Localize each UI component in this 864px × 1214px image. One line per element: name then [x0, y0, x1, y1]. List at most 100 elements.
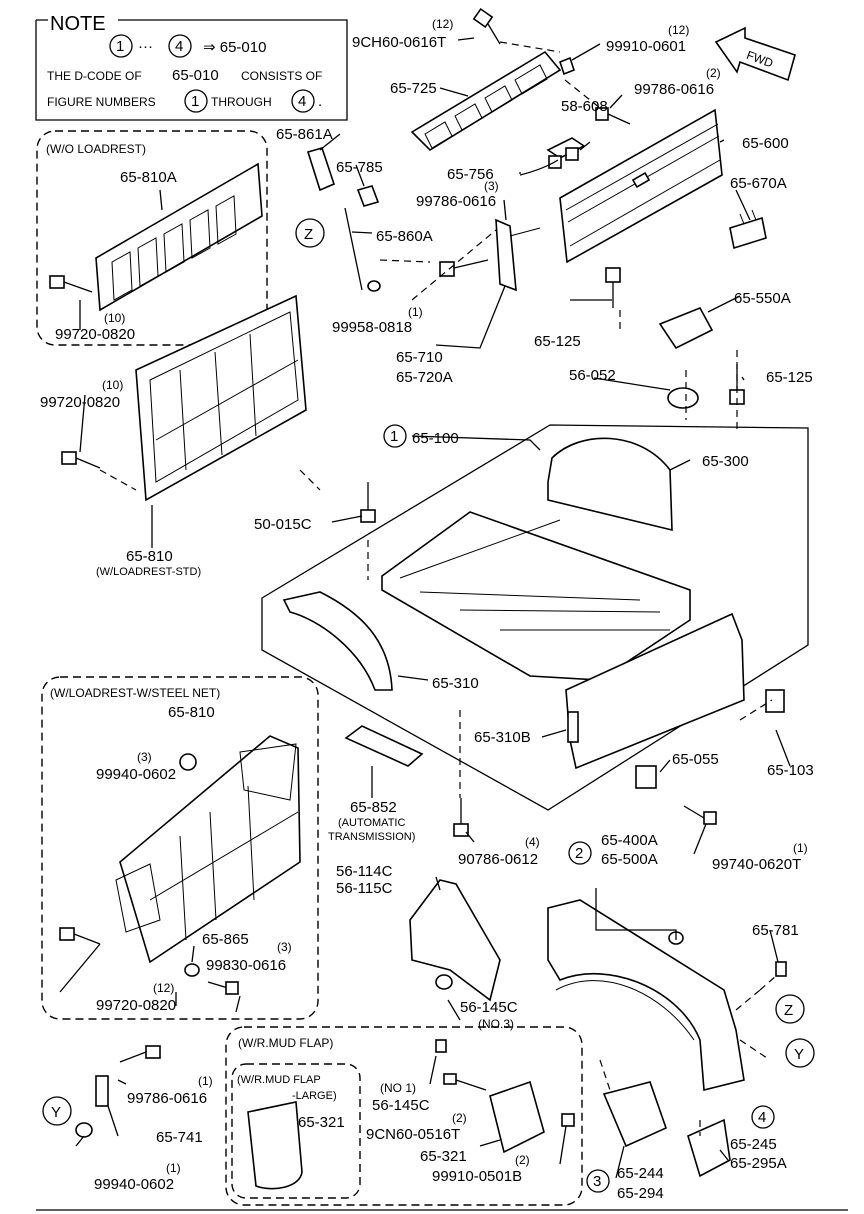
bolt-icon — [605, 267, 621, 308]
part-number: 65-500A — [601, 851, 658, 868]
bolt-icon — [360, 482, 376, 523]
marker-3: 3 — [586, 1169, 610, 1193]
part-number: 65-055 — [672, 751, 719, 768]
bolt-icon — [453, 798, 469, 837]
qty-label: (10) — [104, 311, 125, 325]
qty-label: (3) — [277, 940, 292, 954]
clip-icon — [559, 56, 575, 76]
part-number: 56-145C — [460, 999, 518, 1016]
qty-label: (2) — [706, 66, 721, 80]
group-box-mud-flap — [225, 1026, 583, 1206]
svg-text:Z: Z — [784, 1002, 793, 1019]
part-number: 65-400A — [601, 832, 658, 849]
part-number: 65-810A — [120, 169, 177, 186]
note-circle-4-text: 4 — [175, 38, 183, 55]
bolt-icon — [119, 1045, 161, 1063]
part-number: 65-785 — [336, 159, 383, 176]
tailgate-part — [559, 108, 723, 264]
marker-1: 1 — [383, 424, 407, 448]
part-number: 65-861A — [276, 126, 333, 143]
qty-label: (1) — [166, 1161, 181, 1175]
part-number: 65-781 — [752, 922, 799, 939]
qty-label: (2) — [515, 1153, 530, 1167]
part-number: 99786-0616 — [127, 1090, 207, 1107]
group-label-mud-flap-large-2: -LARGE) — [292, 1090, 337, 1102]
part-number: 99740-0620T — [712, 856, 801, 873]
part-number: 65-310 — [432, 675, 479, 692]
group-label-mud-flap-large-1: (W/R.MUD FLAP — [237, 1074, 321, 1086]
group-box-mud-flap-large — [231, 1063, 361, 1199]
loadrest-frame-part — [135, 294, 307, 502]
part-number: 65-550A — [734, 290, 791, 307]
qty-label: (1) — [408, 305, 423, 319]
group-label-loadrest-net: (W/LOADREST-W/STEEL NET) — [50, 686, 220, 700]
mud-flap-large-part — [247, 1101, 303, 1190]
handle-part — [729, 209, 767, 250]
svg-text:4: 4 — [758, 1109, 766, 1126]
part-number: 65-294 — [617, 1185, 664, 1202]
part-number: 99720-0820 — [55, 326, 135, 343]
bolt-icon — [59, 927, 101, 945]
part-note: (NO.3) — [478, 1017, 514, 1031]
clip-icon — [435, 974, 453, 990]
part-number: 99720-0820 — [96, 997, 176, 1014]
marker-4: 4 — [751, 1105, 775, 1129]
note-line1b: 65-010 — [172, 67, 219, 84]
qty-label: (1) — [793, 841, 808, 855]
part-number: 56-145C — [372, 1097, 430, 1114]
qty-label: (2) — [452, 1111, 467, 1125]
part-number: 99940-0602 — [94, 1176, 174, 1193]
note-frame — [35, 19, 348, 121]
note-circle-1b-text: 1 — [191, 93, 199, 110]
part-number: 65-756 — [447, 166, 494, 183]
part-number: 58-608 — [561, 98, 608, 115]
note-circle-4b-text: 4 — [298, 93, 306, 110]
part-number: 50-015C — [254, 516, 312, 533]
part-note: (W/LOADREST-STD) — [96, 566, 201, 578]
note-circle-1-text: 1 — [116, 38, 124, 55]
part-note: (AUTOMATIC — [338, 817, 405, 829]
striker-part — [658, 306, 714, 350]
part-number: 65-810 — [168, 704, 215, 721]
part-note: TRANSMISSION) — [328, 831, 415, 843]
svg-text:2: 2 — [575, 845, 583, 862]
rear-flap-part-2 — [687, 1118, 731, 1178]
note-line2b: THROUGH — [211, 95, 272, 109]
rubber-part — [635, 765, 657, 789]
bolt-icon — [49, 275, 93, 293]
part-labels: (12) 9CH60-0616T (12) 99910-0601 65-725 … — [40, 17, 814, 1202]
part-number: 9CH60-0616T — [352, 34, 446, 51]
part-number: 65-865 — [202, 931, 249, 948]
part-number: 99830-0616 — [206, 957, 286, 974]
part-number: 90786-0612 — [458, 851, 538, 868]
seal-part — [775, 961, 787, 977]
part-number: 65-600 — [742, 135, 789, 152]
svg-text:3: 3 — [593, 1173, 601, 1190]
part-number: 65-103 — [767, 762, 814, 779]
part-number: 99910-0601 — [606, 38, 686, 55]
screw-icon — [595, 107, 631, 125]
part-number: 65-720A — [396, 369, 453, 386]
bracket-part — [519, 137, 586, 176]
qty-label: (1) — [198, 1074, 213, 1088]
stay-bracket-part — [306, 147, 335, 192]
group-box-loadrest-net — [41, 676, 319, 1020]
qty-label: (12) — [432, 17, 453, 31]
group-box-wo-loadrest — [36, 130, 268, 346]
part-number: 9CN60-0516T — [366, 1126, 460, 1143]
note-line1a: THE D-CODE OF — [47, 69, 142, 83]
check-rod-part — [344, 207, 363, 291]
qty-label: (3) — [137, 750, 152, 764]
part-number: 65-860A — [376, 228, 433, 245]
note-circle-1 — [109, 34, 133, 58]
headboard-part — [95, 162, 263, 312]
part-number: 65-245 — [730, 1136, 777, 1153]
marker-2: 2 — [568, 841, 592, 865]
note-circle-4 — [168, 34, 192, 58]
marker-z: Z — [295, 218, 325, 248]
plug-part — [667, 387, 699, 409]
group-label-wo-loadrest: (W/O LOADREST) — [46, 142, 146, 156]
svg-text:Z: Z — [304, 226, 313, 243]
rear-flap-part — [602, 1081, 667, 1148]
part-number: 65-852 — [350, 799, 397, 816]
